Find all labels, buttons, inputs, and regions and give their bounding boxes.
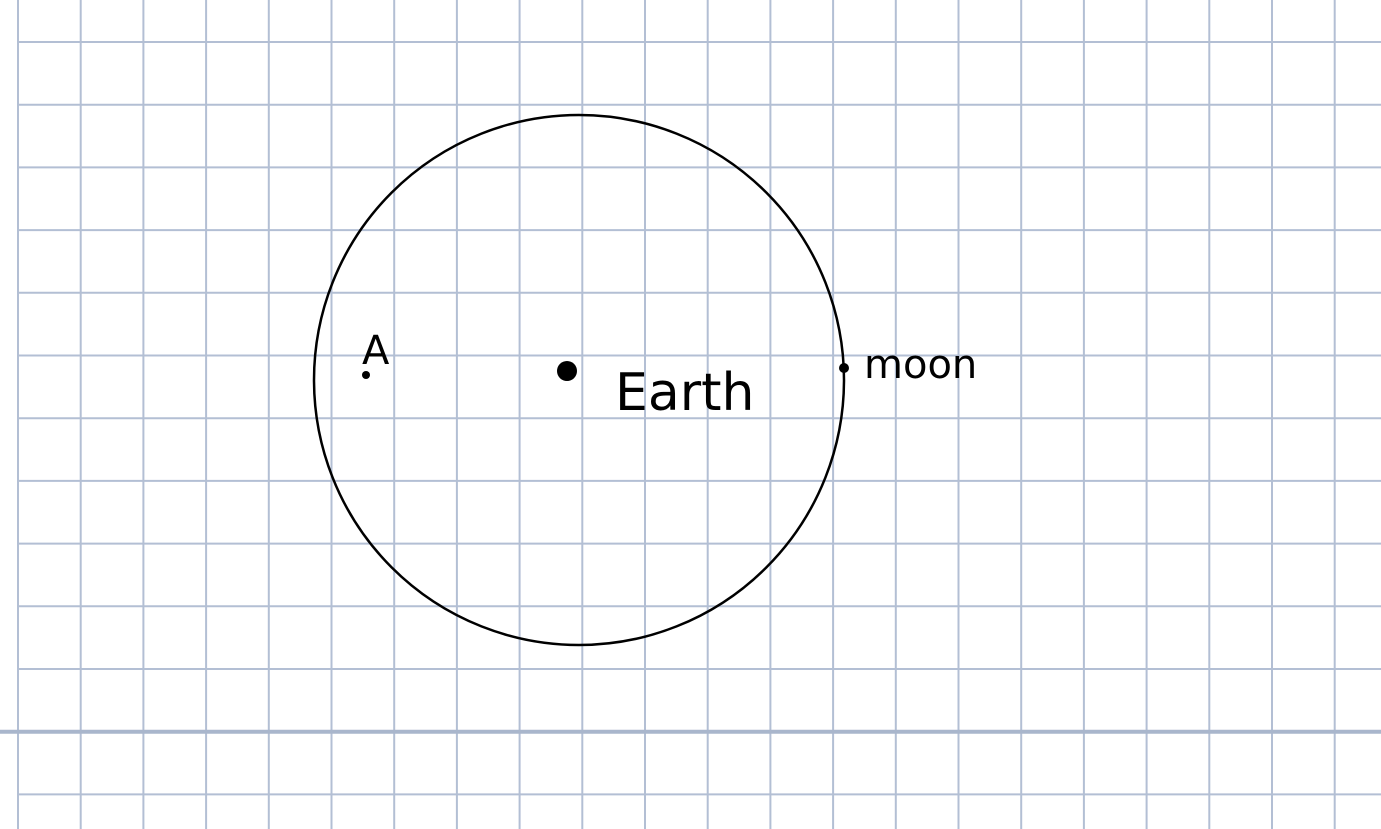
earth-label: Earth xyxy=(615,363,754,423)
point-a-label: A xyxy=(362,328,390,374)
earth-dot xyxy=(557,361,577,381)
moon-label: moon xyxy=(864,342,977,388)
point-a-dot xyxy=(362,371,370,379)
orbit-circle xyxy=(312,113,846,647)
moon-dot xyxy=(839,363,849,373)
